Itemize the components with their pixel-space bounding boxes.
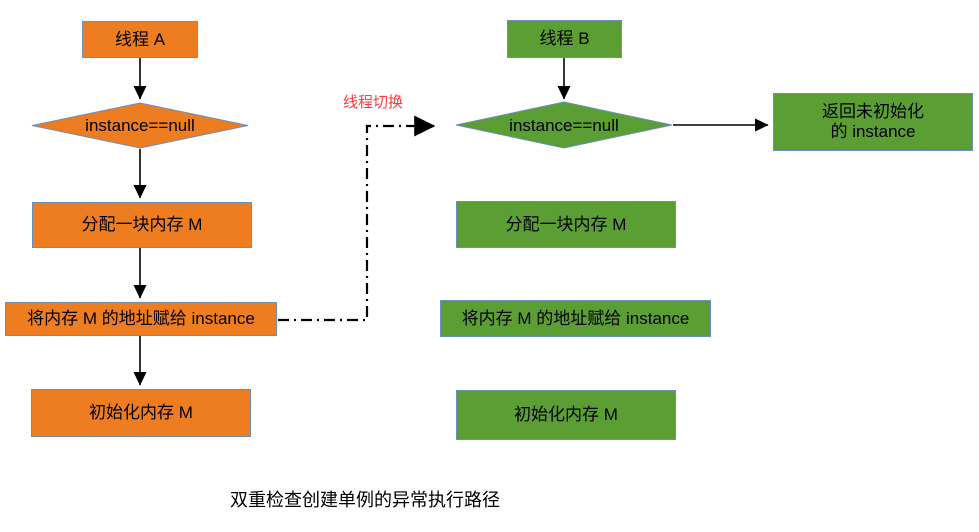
decision-a-shape bbox=[31, 102, 249, 149]
node-thread-a-alloc[interactable]: 分配一块内存 M bbox=[32, 202, 252, 248]
node-thread-a-assign[interactable]: 将内存 M 的地址赋给 instance bbox=[5, 302, 277, 336]
diagram-caption: 双重检查创建单例的异常执行路径 bbox=[230, 490, 500, 510]
decision-b-shape bbox=[455, 101, 673, 149]
decision-b-label: instance==null bbox=[509, 116, 619, 135]
thread-switch-label: 线程切换 bbox=[343, 94, 404, 111]
node-thread-b-alloc[interactable]: 分配一块内存 M bbox=[456, 201, 676, 248]
node-thread-b-init[interactable]: 初始化内存 M bbox=[456, 390, 676, 440]
node-thread-b-result[interactable]: 返回未初始化 的 instance bbox=[773, 93, 973, 151]
decision-a-label: instance==null bbox=[85, 116, 195, 135]
node-thread-a-start[interactable]: 线程 A bbox=[82, 21, 198, 58]
node-thread-b-assign[interactable]: 将内存 M 的地址赋给 instance bbox=[440, 300, 711, 337]
node-thread-a-init[interactable]: 初始化内存 M bbox=[31, 389, 251, 437]
edge-thread-switch bbox=[278, 115, 436, 322]
node-thread-b-start[interactable]: 线程 B bbox=[507, 20, 622, 58]
